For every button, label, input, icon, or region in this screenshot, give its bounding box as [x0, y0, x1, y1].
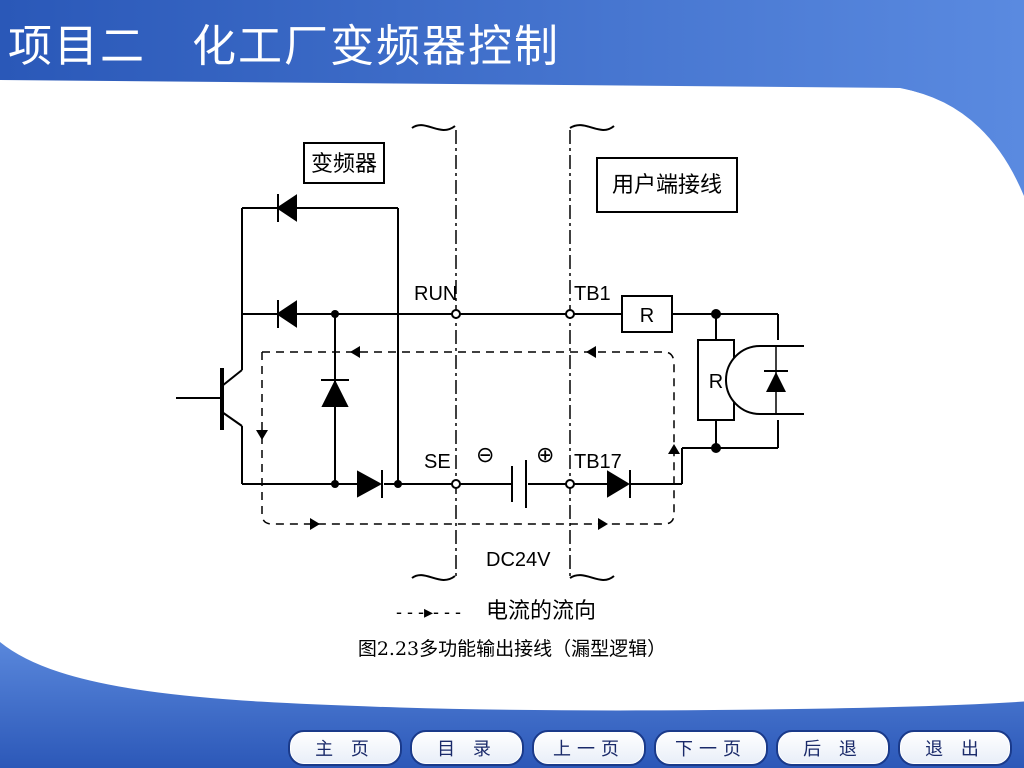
figure-caption: 图2.23多功能输出接线（漏型逻辑）	[357, 638, 667, 660]
terminal-tb17	[565, 479, 575, 489]
back-button[interactable]: 后 退	[776, 730, 890, 766]
diode-se	[357, 470, 383, 498]
next-page-button[interactable]: 下一页	[654, 730, 768, 766]
user-wiring-box-label: 用户端接线	[612, 172, 722, 197]
inverter-box	[303, 142, 385, 184]
exit-button[interactable]: 退 出	[898, 730, 1012, 766]
prev-page-button[interactable]: 上一页	[532, 730, 646, 766]
current-flow-path	[261, 351, 675, 525]
toc-button[interactable]: 目 录	[410, 730, 524, 766]
home-button[interactable]: 主 页	[288, 730, 402, 766]
terminal-tb1	[565, 309, 575, 319]
terminal-se	[451, 479, 461, 489]
resistor-parallel-label: R	[709, 371, 723, 393]
label-run: RUN	[414, 283, 457, 305]
diode-top	[276, 194, 297, 222]
diode-tb17	[607, 470, 630, 498]
label-tb1: TB1	[574, 283, 611, 305]
resistor-series	[621, 295, 673, 333]
label-se: SE	[424, 451, 451, 473]
inverter-box-label: 变频器	[311, 151, 377, 176]
label-dc24v: DC24V	[486, 549, 551, 571]
nav-bar: 主 页 目 录 上一页 下一页 后 退 退 出	[288, 730, 1018, 766]
diode-run	[276, 300, 297, 328]
label-plus: ⊕	[536, 442, 554, 467]
label-minus: ⊖	[476, 442, 494, 467]
footer-band	[0, 640, 1024, 768]
user-wiring-box	[596, 157, 738, 213]
legend-symbol: - - -▸- - -	[396, 602, 461, 622]
diode-vertical	[321, 379, 349, 407]
header-band	[0, 0, 1024, 200]
label-tb17: TB17	[574, 451, 622, 473]
legend-label: 电流的流向	[486, 598, 596, 623]
terminal-run	[451, 309, 461, 319]
resistor-series-label: R	[640, 305, 654, 327]
photocoupler	[725, 345, 804, 415]
slide-title: 项目二 化工厂变频器控制	[8, 21, 560, 72]
